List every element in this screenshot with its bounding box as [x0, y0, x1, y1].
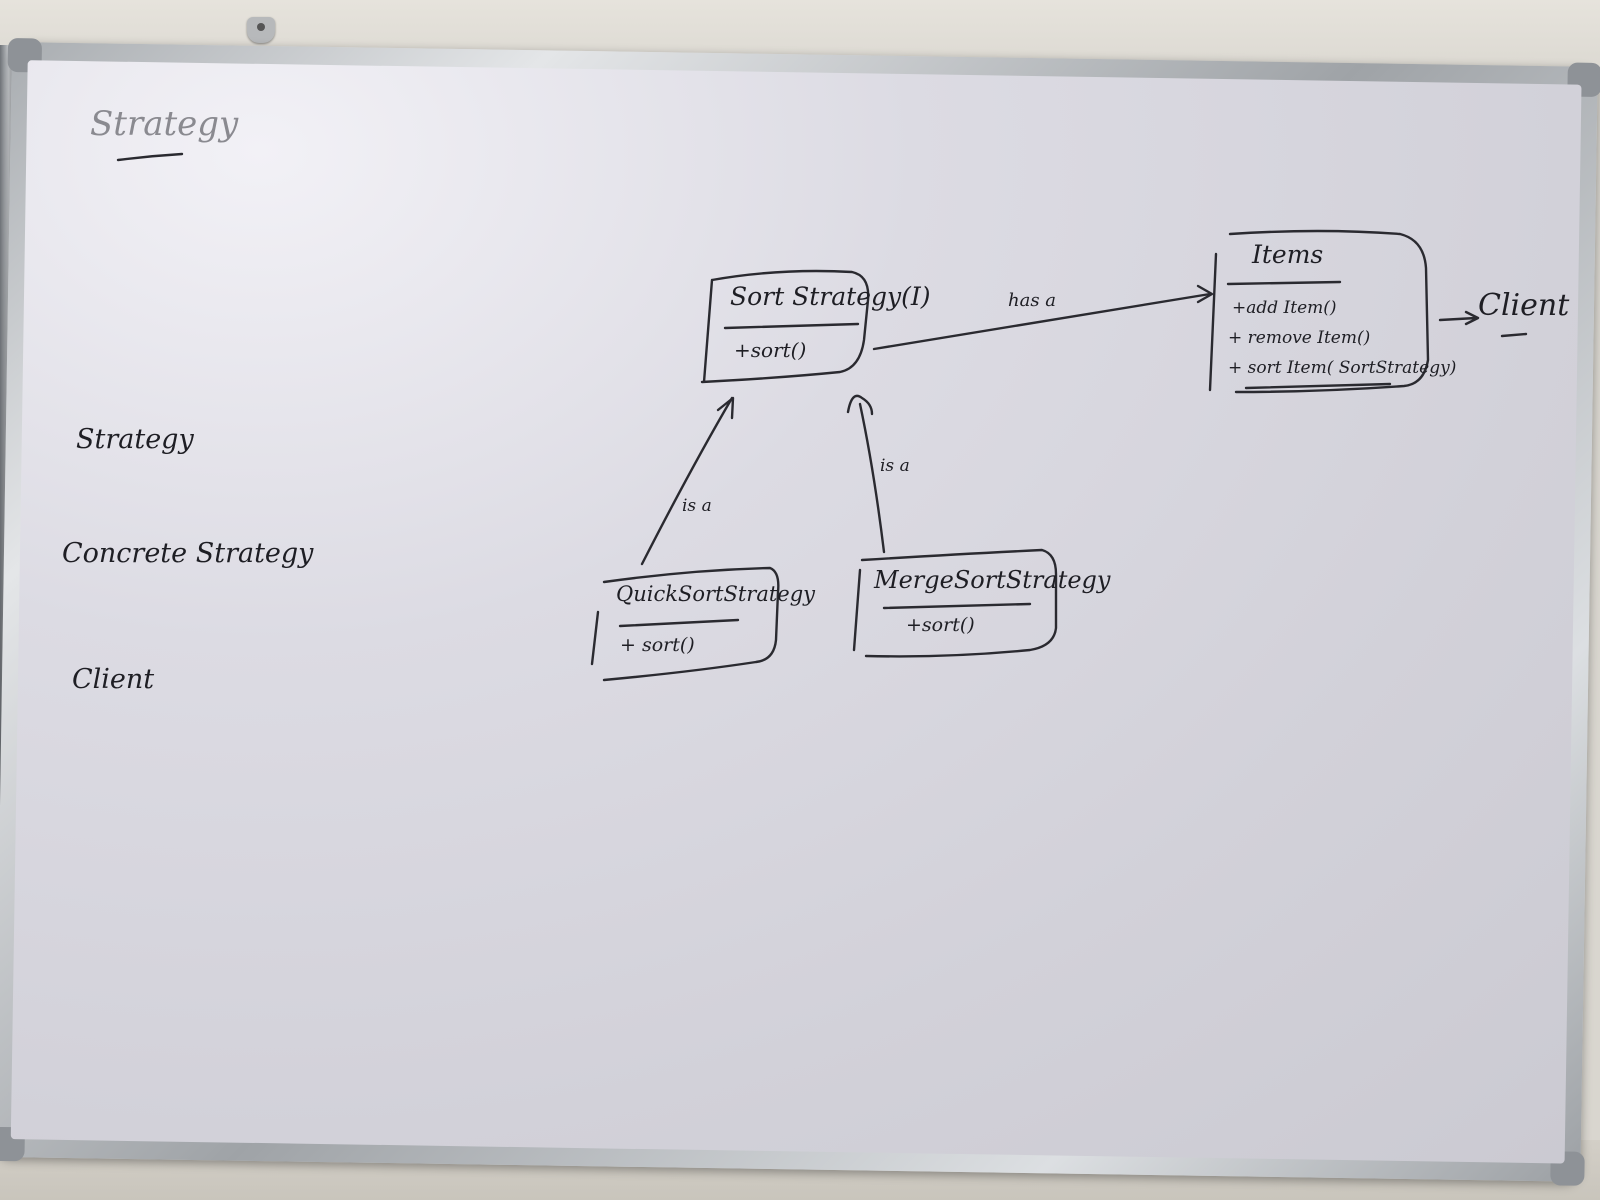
merge-isa-arrowhead: [846, 394, 874, 416]
items-name: Items: [1252, 240, 1324, 269]
role-label-concrete-strategy: Concrete Strategy: [62, 538, 314, 569]
quick-isa-arrowhead: [716, 396, 735, 420]
merge-sort-method: +sort(): [906, 614, 975, 636]
quick-isa-arrow-line: [640, 396, 734, 566]
items-method-sort: + sort Item( SortStrategy): [1228, 358, 1457, 378]
sort-strategy-name: Sort Strategy(I): [730, 282, 931, 311]
role-label-client: Client: [72, 664, 155, 695]
wall-hook-left: [247, 17, 275, 43]
merge-sort-divider: [882, 602, 1032, 610]
relation-is-a-quick: is a: [682, 496, 712, 516]
board-title: Strategy: [90, 104, 239, 144]
has-a-arrow-line: [872, 292, 1212, 351]
items-box-left-edge: [1208, 252, 1218, 392]
title-underline: [116, 152, 184, 162]
relation-has-a: has a: [1008, 290, 1057, 311]
items-method-remove: + remove Item(): [1228, 328, 1371, 348]
quick-sort-method: + sort(): [620, 634, 695, 656]
relation-is-a-merge: is a: [880, 456, 910, 476]
items-divider: [1226, 280, 1342, 286]
client-label: Client: [1478, 288, 1570, 323]
quick-sort-box-left-edge: [590, 610, 600, 666]
sort-strategy-box: [700, 269, 870, 384]
client-arrowhead: [1464, 310, 1480, 326]
merge-sort-name: MergeSortStrategy: [874, 566, 1111, 594]
merge-isa-arrow-line: [858, 402, 886, 554]
client-arrow-line: [1438, 316, 1478, 322]
has-a-arrowhead: [1196, 284, 1214, 304]
role-label-strategy: Strategy: [76, 424, 194, 455]
sort-strategy-method: +sort(): [734, 338, 807, 362]
sort-strategy-divider: [723, 322, 860, 330]
quick-sort-box: [602, 566, 780, 682]
items-method-underline: [1244, 382, 1392, 390]
quick-sort-name: QuickSortStrategy: [616, 582, 816, 606]
items-method-add: +add Item(): [1232, 298, 1337, 318]
merge-sort-box: [860, 548, 1058, 658]
client-underline: [1500, 332, 1528, 338]
items-box: [1228, 229, 1430, 394]
merge-sort-box-left-edge: [852, 568, 862, 652]
quick-sort-divider: [618, 618, 740, 628]
